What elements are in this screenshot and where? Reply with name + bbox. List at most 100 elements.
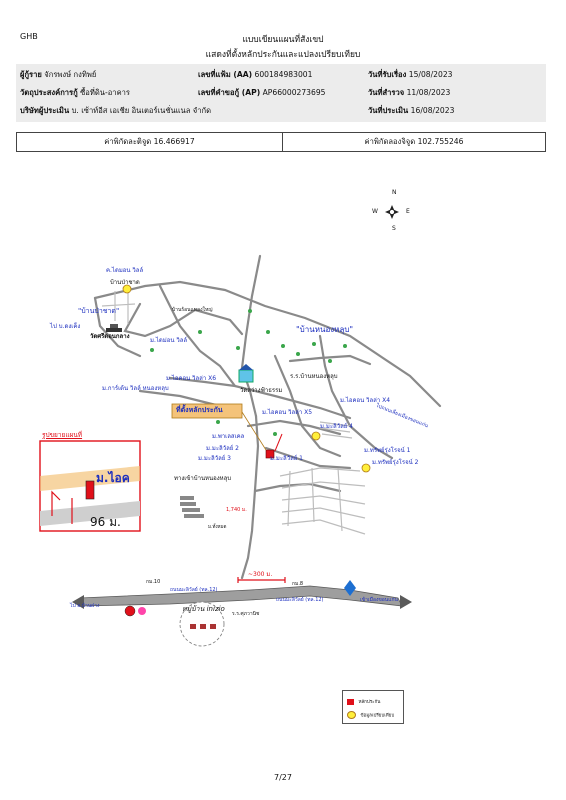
inset-label-icon: ม.ไอค xyxy=(96,471,130,485)
label-maliwan-2: ม.มะลิวัลย์ 2 xyxy=(206,445,240,452)
inset-map xyxy=(39,440,141,532)
request-row: เลขที่คำขอกู้ (AP) AP66000273695 xyxy=(198,87,326,99)
label-supawanich: ร.ร.ศุภวานิช xyxy=(232,611,260,617)
appraiser-label: บริษัทผู้ประเมิน xyxy=(20,106,70,115)
label-icon-villa-x6: ม.ไอคอน วิลล่า X6 xyxy=(166,375,217,382)
legend-comparable-label: ข้อมูลเปรียบเทียบ xyxy=(360,713,395,719)
route-markers xyxy=(124,580,356,617)
latitude-cell: ค่าพิกัดละติจูด 16.466917 xyxy=(17,133,282,151)
collateral-marker xyxy=(265,433,283,459)
label-ban-ron: บ้านร้อนแหลงใหญ่ xyxy=(172,307,213,313)
file-no-label: เลขที่แฟ้ม (AA) xyxy=(198,70,253,79)
received-row: วันที่รับเรื่อง 15/08/2023 xyxy=(368,69,453,81)
latitude-value: 16.466917 xyxy=(153,137,195,146)
survey-label: วันที่สำรวจ xyxy=(368,88,405,97)
minor-roads xyxy=(101,289,366,535)
label-wat-sawang: วัดสว่างฟ้าธรรม xyxy=(240,387,283,394)
label-wat-sridon: วัดศรีดอนกลาง xyxy=(90,333,130,340)
label-palace: ม.พาเลสเคล xyxy=(212,433,245,440)
label-garden-ville: ม.การ์เด้น วิลล์ หนองหลุบ xyxy=(102,385,169,392)
highway-arrow-right xyxy=(400,595,412,609)
distance-markers xyxy=(237,577,286,583)
received-label: วันที่รับเรื่อง xyxy=(368,70,407,79)
compass-e: E xyxy=(406,208,410,215)
label-to-khonkaen: เข้าเมืองขอนแก่น xyxy=(360,597,398,603)
longitude-cell: ค่าพิกัดลองจิจูด 102.755246 xyxy=(283,133,545,151)
request-value: AP66000273695 xyxy=(262,88,326,97)
label-distance-1740: 1,740 ม. xyxy=(226,507,247,513)
legend-comparable-swatch xyxy=(347,711,356,719)
road-network xyxy=(93,254,442,580)
tree-markers xyxy=(150,309,347,436)
map-drawing xyxy=(39,205,442,647)
label-distance-300: ~300 ม. xyxy=(248,571,273,578)
compass-s: S xyxy=(392,225,396,232)
label-ban-nonglup: "บ้านหนองหลุบ" xyxy=(296,325,354,334)
label-entrance-nonglup: ทางเข้าบ้านหนองหลุบ xyxy=(174,475,232,482)
legend-collateral-label: หลักประกัน xyxy=(358,700,381,705)
label-icon-villa-x4: ม.ไอคอน วิลล่า X4 xyxy=(340,397,391,404)
received-value: 15/08/2023 xyxy=(408,70,453,79)
appraise-label: วันที่ประเมิน xyxy=(368,106,409,115)
label-school-nonglup: ร.ร.บ้านหนองหลุบ xyxy=(290,373,338,380)
survey-row: วันที่สำรวจ 11/08/2023 xyxy=(368,87,450,99)
page-title: แบบเขียนแผนที่สังเขป xyxy=(242,35,324,45)
latitude-label: ค่าพิกัดละติจูด xyxy=(104,137,152,146)
callout-box xyxy=(171,403,267,451)
comparable-markers xyxy=(122,284,371,473)
file-no-row: เลขที่แฟ้ม (AA) 600184983001 xyxy=(198,69,312,81)
page-subtitle: แสดงที่ตั้งหลักประกันและแปลงเปรียบเทียบ xyxy=(205,50,361,60)
label-diamond-ville: ค.ไดมอน วิลล์ xyxy=(106,267,144,274)
label-sap-rungroj-1: ม.ทรัพย์รุ่งโรจน์ 1 xyxy=(364,447,411,454)
coordinates-divider xyxy=(282,133,283,151)
appraise-row: วันที่ประเมิน 16/08/2023 xyxy=(368,105,454,117)
map-legend: หลักประกัน ข้อมูลเปรียบเทียบ xyxy=(342,690,404,724)
legend-item-collateral: หลักประกัน xyxy=(347,698,380,705)
label-ban-pachad-small: บ้านป่าชาด xyxy=(110,279,140,286)
label-ban-pachad: "บ้านป่าชาด" xyxy=(78,307,120,315)
label-maliwan-3: ม.มะลิวัลย์ 3 xyxy=(198,455,232,462)
label-to-banfang: ไป อ.บ้านฝาง xyxy=(70,603,100,609)
legend-collateral-swatch xyxy=(347,698,354,705)
inizio-village xyxy=(179,601,225,647)
label-collateral: ที่ตั้งหลักประกัน xyxy=(176,406,223,414)
label-to-dongkeng: ไป บ.ดงเค็ง xyxy=(50,323,81,330)
info-panel: ผู้กู้ราย จักรพงษ์ กงทิพย์ เลขที่แฟ้ม (A… xyxy=(16,64,546,122)
purpose-label: วัตถุประสงค์การกู้ xyxy=(20,88,78,97)
highway-arrow-left xyxy=(72,595,84,609)
label-sap-rungroj-2: ม.ทรัพย์รุ่งโรจน์ 2 xyxy=(372,459,419,466)
label-diamond-ville-2: ม.ไดม่อน วิลล์ xyxy=(150,337,188,344)
compass-w: W xyxy=(372,208,378,215)
compass xyxy=(385,205,399,219)
coordinates-box: ค่าพิกัดละติจูด 16.466917 ค่าพิกัดลองจิจ… xyxy=(16,132,546,152)
label-road-maliwan-w: ถนนมะลิวัลย์ (ทล.12) xyxy=(170,587,218,593)
inset-label-96m: 96 ม. xyxy=(90,515,121,529)
longitude-value: 102.755246 xyxy=(417,137,464,146)
purpose-value: ซื้อที่ดิน-อาคาร xyxy=(80,88,130,97)
label-icon-villa-x5: ม.ไอคอน วิลล่า X5 xyxy=(262,409,313,416)
file-no-value: 600184983001 xyxy=(254,70,313,79)
label-road-maliwan-e: ถนนมะลิวัลย์ (ทล.12) xyxy=(276,597,324,603)
page-number: 7/27 xyxy=(274,773,292,782)
legend-item-comparable: ข้อมูลเปรียบเทียบ xyxy=(347,711,394,719)
bank-code: GHB xyxy=(20,32,38,41)
label-km-8: กม.8 xyxy=(292,581,304,587)
purpose-row: วัตถุประสงค์การกู้ ซื้อที่ดิน-อาคาร xyxy=(20,87,130,99)
compass-n: N xyxy=(392,189,397,196)
label-maliwan-1: ม.มะลิวัลย์ 1 xyxy=(270,455,304,462)
appraise-value: 16/08/2023 xyxy=(410,106,455,115)
label-maliwan-4: ม.มะลิวัลย์ 4 xyxy=(320,423,354,430)
label-km-10: กม.10 xyxy=(146,579,161,585)
label-all-villages: ม.ทั้งหมด xyxy=(208,525,227,530)
longitude-label: ค่าพิกัดลองจิจูด xyxy=(364,137,416,146)
borrower-row: ผู้กู้ราย จักรพงษ์ กงทิพย์ xyxy=(20,69,96,81)
survey-value: 11/08/2023 xyxy=(406,88,451,97)
village-symbols xyxy=(106,324,254,518)
label-inizio: หมู่บ้าน inizio xyxy=(182,605,225,613)
appraiser-value: บ. เซ้าท์อีส เอเชีย อินเตอร์เนชั่นแนล จำ… xyxy=(71,106,212,115)
appraiser-row: บริษัทผู้ประเมิน บ. เซ้าท์อีส เอเชีย อิน… xyxy=(20,105,211,117)
borrower-value: จักรพงษ์ กงทิพย์ xyxy=(44,70,97,79)
label-inset-title: รูปขยายแผนที่ xyxy=(42,431,83,439)
location-map: N S E W ค.ไดมอน วิลล์ บ้านป่าชาด "บ้านป่… xyxy=(20,186,540,656)
request-label: เลขที่คำขอกู้ (AP) xyxy=(198,88,261,97)
